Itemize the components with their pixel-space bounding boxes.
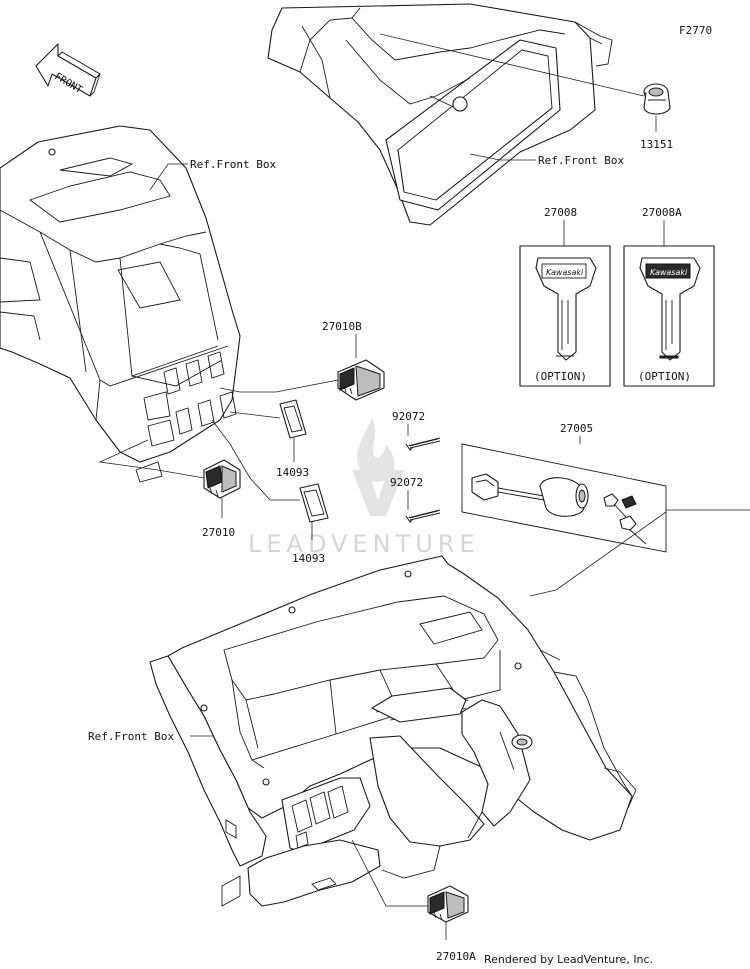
label-92072-top: 92072	[392, 410, 425, 423]
ref-front-box-top-right: Ref.Front Box	[538, 154, 624, 167]
leader-27005	[529, 511, 667, 597]
key-option-27008a: (OPTION)	[638, 370, 691, 383]
watermark-text: LEADVENTURE	[248, 530, 480, 558]
key-option-27008: (OPTION)	[534, 370, 587, 383]
label-27010a: 27010A	[436, 950, 476, 963]
leader-27010a	[351, 839, 428, 907]
key-brand-27008: Kawasaki	[546, 268, 584, 277]
cover-14093-bottom	[299, 483, 329, 523]
label-13151: 13151	[640, 138, 673, 151]
leader-27010b	[219, 379, 339, 393]
key-box-27008: Kawasaki (OPTION)	[519, 245, 611, 387]
label-27005: 27005	[560, 422, 593, 435]
label-27010b: 27010B	[322, 320, 362, 333]
leader-ref-top-left	[149, 163, 188, 191]
cover-14093-top	[279, 399, 307, 439]
ref-front-box-top-left: Ref.Front Box	[190, 158, 276, 171]
front-box-top-left	[0, 125, 241, 483]
label-27008a: 27008A	[642, 206, 682, 219]
leader-13151	[379, 33, 645, 97]
front-arrow-icon: FRONT	[35, 43, 101, 97]
switch-27010	[203, 459, 241, 499]
key-brand-27008a: Kawasaki	[650, 268, 688, 277]
credit-text: Rendered by LeadVenture, Inc.	[484, 953, 653, 966]
screw-92072-bottom	[405, 509, 441, 523]
socket-13151	[643, 83, 671, 115]
front-box-top-right	[267, 3, 613, 226]
key-box-27008a: Kawasaki (OPTION)	[623, 245, 715, 387]
leader-14093-bottom-2	[211, 419, 300, 501]
label-14093-top: 14093	[276, 466, 309, 479]
label-27010: 27010	[202, 526, 235, 539]
switch-27010a	[427, 885, 469, 923]
leader-14093-top-2	[229, 411, 281, 419]
ref-front-box-bottom: Ref.Front Box	[88, 730, 174, 743]
ignition-set-27005	[461, 443, 667, 553]
front-box-bottom	[149, 555, 637, 907]
leader-27010	[98, 439, 205, 479]
label-92072-bottom: 92072	[390, 476, 423, 489]
figure-code: F2770	[679, 24, 712, 37]
switch-27010b	[337, 359, 385, 401]
label-14093-bottom: 14093	[292, 552, 325, 565]
label-27008: 27008	[544, 206, 577, 219]
watermark: LEADVENTURE	[248, 418, 480, 558]
leader-ref-top-right	[469, 153, 536, 161]
screw-92072-top	[405, 437, 441, 451]
